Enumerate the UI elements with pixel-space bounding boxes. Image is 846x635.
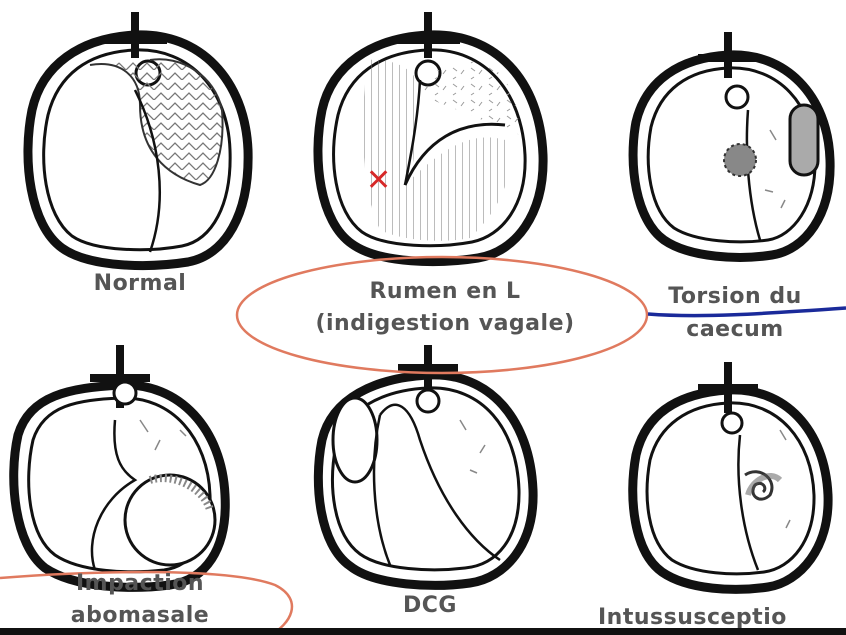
- panel-torsion-caecum: [633, 32, 830, 257]
- label-impaction-line2: abomasale: [40, 604, 240, 628]
- label-intussusception: Intussusceptio: [598, 606, 846, 630]
- panel-intussusception: [633, 362, 828, 589]
- panel-dcg: [318, 345, 533, 585]
- panel-normal: [28, 12, 248, 265]
- label-rumen-line2: (indigestion vagale): [285, 312, 605, 336]
- label-torsion-line1: Torsion du: [640, 285, 830, 309]
- cross-mark-icon: ✕: [366, 163, 391, 198]
- label-rumen-line1: Rumen en L: [285, 280, 605, 304]
- label-torsion-line2: caecum: [640, 318, 830, 342]
- label-dcg: DCG: [380, 594, 480, 618]
- label-impaction-line1: Impaction: [40, 572, 240, 596]
- panel-impaction-abomasale: [14, 345, 226, 587]
- bottom-border: [0, 628, 846, 635]
- label-normal: Normal: [80, 272, 200, 296]
- panel-rumen-en-l: ✕: [318, 12, 543, 261]
